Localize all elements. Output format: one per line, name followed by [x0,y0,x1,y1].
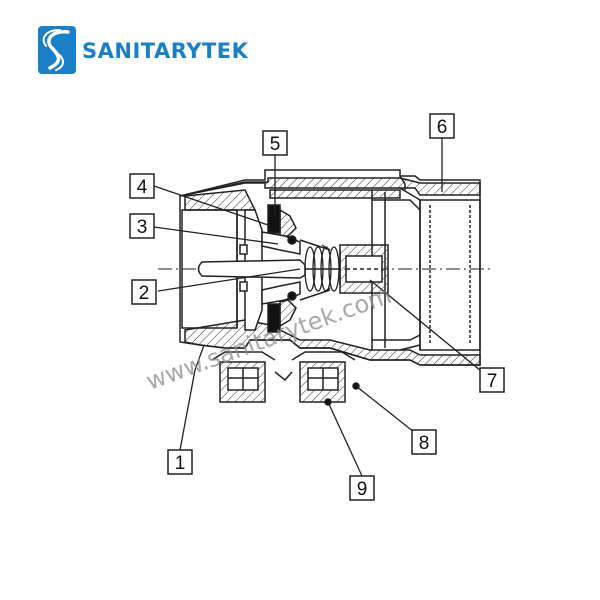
callout-7-label: 7 [487,371,498,392]
leader-lines [153,138,493,477]
callout-5: 5 [262,130,288,156]
callout-4: 4 [129,173,155,199]
leader-4 [153,185,269,226]
callout-3: 3 [129,213,155,239]
drain-plug-right [291,351,360,406]
drain-plug-left [211,351,276,403]
guide-bushing [339,244,389,294]
callout-4-label: 4 [137,177,148,198]
leader-2 [157,268,301,292]
leader-9 [327,401,363,477]
callout-6: 6 [429,113,455,139]
spring [304,244,340,294]
leader-1 [179,344,205,451]
brand-name: SANITARYTEK [82,39,249,63]
leader-3 [153,226,279,245]
callout-7: 7 [479,367,505,393]
disc-seal-assembly [239,204,301,333]
brand-logo: SANITARYTEK [38,26,249,74]
callout-3-label: 3 [137,217,148,238]
callout-2: 2 [131,279,157,305]
callout-9: 9 [349,475,375,501]
s-wave-logo-icon [38,26,76,74]
callout-6-label: 6 [437,117,448,138]
callout-5-label: 5 [270,134,281,155]
callout-9-label: 9 [357,479,368,500]
valve-stem [197,259,340,279]
callout-8: 8 [411,429,437,455]
callout-1: 1 [167,449,193,475]
callout-8-label: 8 [419,433,430,454]
leader-7 [369,279,493,381]
callout-2-label: 2 [139,283,150,304]
callout-1-label: 1 [175,453,186,474]
